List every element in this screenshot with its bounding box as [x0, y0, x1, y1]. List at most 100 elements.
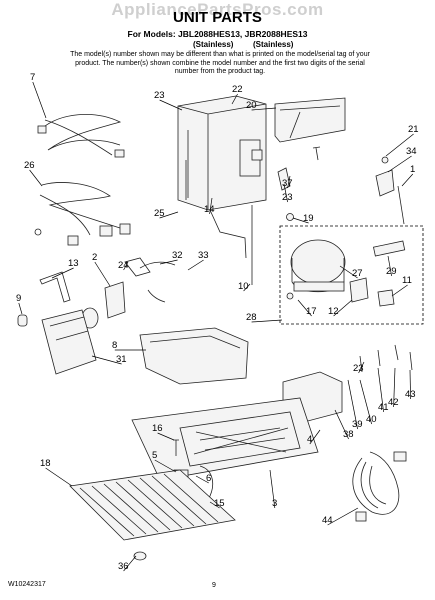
callout-3: 3	[272, 498, 277, 509]
leader-line-44	[327, 507, 359, 526]
leader-line-6	[195, 475, 209, 484]
callout-5: 5	[152, 450, 157, 461]
relay-part	[349, 277, 369, 303]
leader-line-16	[157, 432, 175, 441]
callout-22: 22	[232, 84, 243, 95]
leader-line-37	[287, 175, 291, 189]
callout-28: 28	[246, 312, 257, 323]
leader-line-4	[309, 429, 321, 445]
grommet-part	[286, 292, 294, 300]
callout-13: 13	[68, 258, 79, 269]
callout-44: 44	[322, 515, 333, 526]
leader-line-3	[269, 469, 276, 509]
leader-line-42	[393, 367, 396, 408]
models-line: For Models: JBL2088HES13, JBR2088HES13	[127, 29, 308, 39]
leader-line-34	[387, 155, 412, 173]
leader-line-5	[154, 459, 177, 473]
leader-line-38	[334, 409, 349, 440]
callout-6: 6	[206, 473, 211, 484]
leader-line-20	[251, 107, 277, 111]
callout-23: 23	[154, 90, 165, 101]
document-number: W10242317	[8, 581, 46, 588]
callout-8: 8	[112, 340, 117, 351]
callout-25: 25	[154, 208, 165, 219]
drain-tube-part	[209, 209, 247, 259]
callout-26: 26	[24, 160, 35, 171]
capacitor-part	[373, 240, 406, 257]
leader-line-23	[159, 99, 183, 111]
overload-part	[377, 289, 395, 307]
page-title: UNIT PARTS	[173, 9, 262, 26]
evaporator-frame-part	[177, 95, 267, 211]
leader-line-24	[123, 261, 129, 271]
cover-part	[274, 97, 346, 143]
wire-harness-part	[37, 114, 125, 158]
callout-23: 23	[282, 192, 293, 203]
callout-4: 4	[307, 434, 312, 445]
callout-20: 20	[246, 100, 257, 111]
callout-38: 38	[343, 429, 354, 440]
leader-line-31	[91, 355, 122, 365]
part-32	[139, 261, 176, 269]
screw-21-part	[381, 156, 389, 164]
wire-leads-part	[359, 344, 413, 373]
callout-33: 33	[198, 250, 209, 261]
leader-line-2	[94, 261, 111, 287]
leader-line-15	[209, 501, 220, 509]
bracket-13-part	[39, 271, 71, 303]
leader-line-27	[339, 265, 358, 279]
power-harness-part	[352, 451, 407, 522]
callout-1: 1	[410, 164, 415, 175]
callout-23: 23	[353, 363, 364, 374]
fan-bracket-24-part	[124, 257, 151, 277]
callout-14: 14	[204, 204, 215, 215]
compressor-part	[290, 239, 346, 293]
variant-left: (Stainless)	[193, 40, 234, 49]
leader-line-36	[123, 555, 137, 572]
shaft-1-part	[397, 185, 405, 225]
callout-10: 10	[238, 281, 249, 292]
callout-12: 12	[328, 306, 339, 317]
page-number: 9	[212, 582, 216, 589]
callout-11: 11	[402, 275, 412, 286]
leader-line-14	[209, 197, 213, 215]
callout-34: 34	[406, 146, 417, 157]
callout-2: 2	[92, 252, 97, 263]
screw-part	[312, 146, 321, 161]
leader-line-43	[409, 369, 411, 400]
leader-lines	[18, 81, 414, 572]
callout-39: 39	[352, 419, 363, 430]
callout-29: 29	[386, 266, 397, 277]
callout-31: 31	[116, 354, 127, 365]
leader-line-32	[159, 259, 178, 265]
bracket-34-part	[375, 169, 395, 197]
clip-part	[277, 167, 291, 191]
leader-line-10	[243, 283, 251, 292]
leader-line-19	[292, 217, 309, 224]
leader-line-23	[283, 183, 288, 203]
leader-line-26	[29, 169, 43, 187]
leader-line-39	[347, 379, 358, 430]
leader-line-33	[187, 259, 204, 271]
part-33	[147, 289, 166, 303]
leader-line-29	[387, 255, 392, 277]
callout-21: 21	[408, 124, 419, 135]
leader-line-1	[401, 173, 414, 187]
condenser-part	[69, 469, 236, 541]
callout-40: 40	[366, 414, 377, 425]
leader-line-12	[333, 299, 353, 317]
fan-motor-part	[81, 281, 126, 329]
callout-17: 17	[306, 306, 317, 317]
air-duct-part	[139, 327, 249, 385]
watermark: AppliancePartsPros.com	[111, 0, 324, 19]
leader-line-21	[385, 133, 414, 157]
callout-19: 19	[303, 213, 314, 224]
callout-37: 37	[282, 178, 293, 189]
leader-line-13	[51, 267, 74, 279]
nut-19-part	[286, 213, 294, 221]
fan-shroud-part	[41, 309, 97, 375]
leader-line-25	[159, 211, 179, 219]
leader-line-17	[297, 299, 312, 317]
